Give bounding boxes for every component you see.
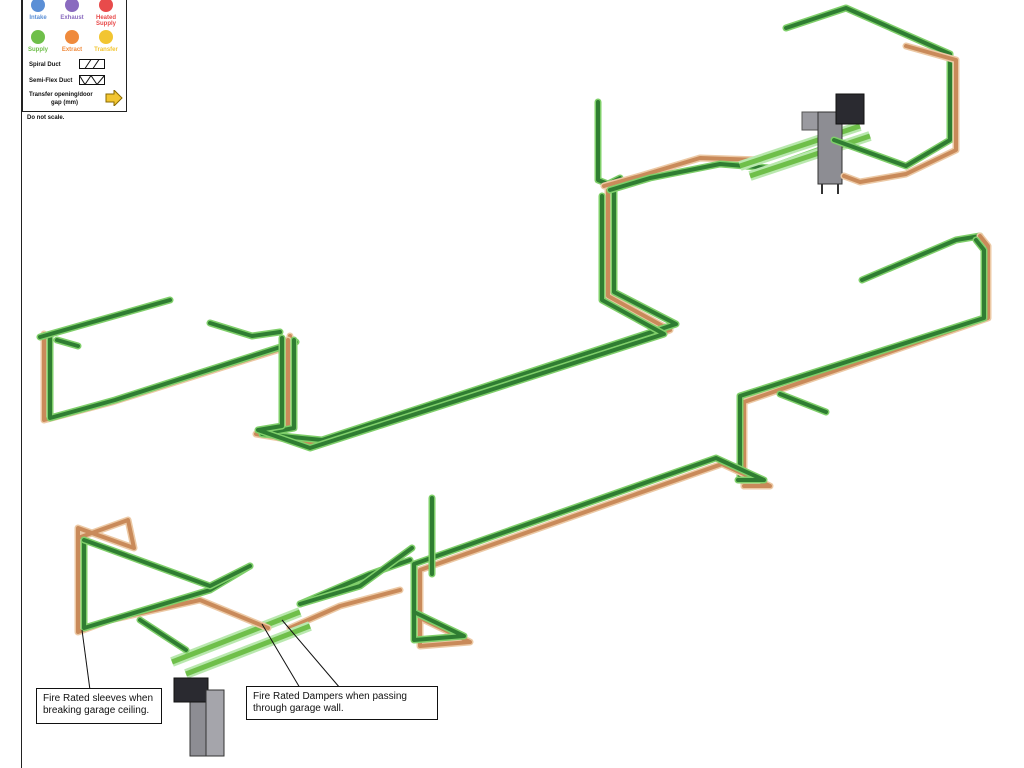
legend-label-supply: Supply [27, 47, 48, 53]
duct-trunk-lower [410, 454, 774, 650]
legend-dot-heated-supply [99, 0, 113, 12]
legend-label-extract: Extract [61, 47, 83, 53]
legend-label-intake: Intake [29, 15, 47, 21]
legend-spiral-duct-label: Spiral Duct [29, 62, 61, 68]
duct-loop-upper-right [782, 4, 960, 186]
legend-dot-supply [31, 30, 45, 44]
legend-dot-transfer [99, 30, 113, 44]
duct-trunk-upper [252, 182, 680, 452]
legend-label-exhaust: Exhaust [60, 15, 84, 21]
spiral-duct-symbol [79, 59, 105, 69]
legend-label-transfer: Transfer [94, 47, 118, 53]
duct-loop-right [736, 232, 992, 490]
legend: Intake Exhaust Heated Supply Supply Extr… [22, 0, 127, 112]
legend-semi-flex-duct-label: Semi-Flex Duct [29, 78, 73, 84]
semi-flex-duct-symbol [79, 75, 105, 85]
callout-fire-rated-sleeves: Fire Rated sleeves when breaking garage … [36, 688, 162, 724]
transfer-arrow-icon [105, 90, 123, 106]
legend-dot-extract [65, 30, 79, 44]
legend-transfer-label-line2: gap (mm) [51, 100, 78, 106]
legend-label-heated-supply: Heated Supply [95, 15, 116, 27]
callout-fire-rated-dampers: Fire Rated Dampers when passing through … [246, 686, 438, 720]
sleeves-leader-line [81, 629, 91, 691]
duct-plant-lower [170, 544, 416, 757]
duct-loop-upper-left [36, 296, 300, 424]
legend-dot-intake [31, 0, 45, 12]
do-not-scale-note: Do not scale. [27, 115, 65, 121]
legend-dot-exhaust [65, 0, 79, 12]
page-border-line [21, 0, 22, 768]
dampers-leader-line-2 [281, 619, 341, 689]
legend-transfer-label-line1: Transfer opening/door [29, 92, 93, 98]
dampers-leader-line-1 [261, 623, 301, 689]
duct-plant-upper [594, 93, 872, 194]
duct-loop-lower-left [74, 516, 272, 654]
